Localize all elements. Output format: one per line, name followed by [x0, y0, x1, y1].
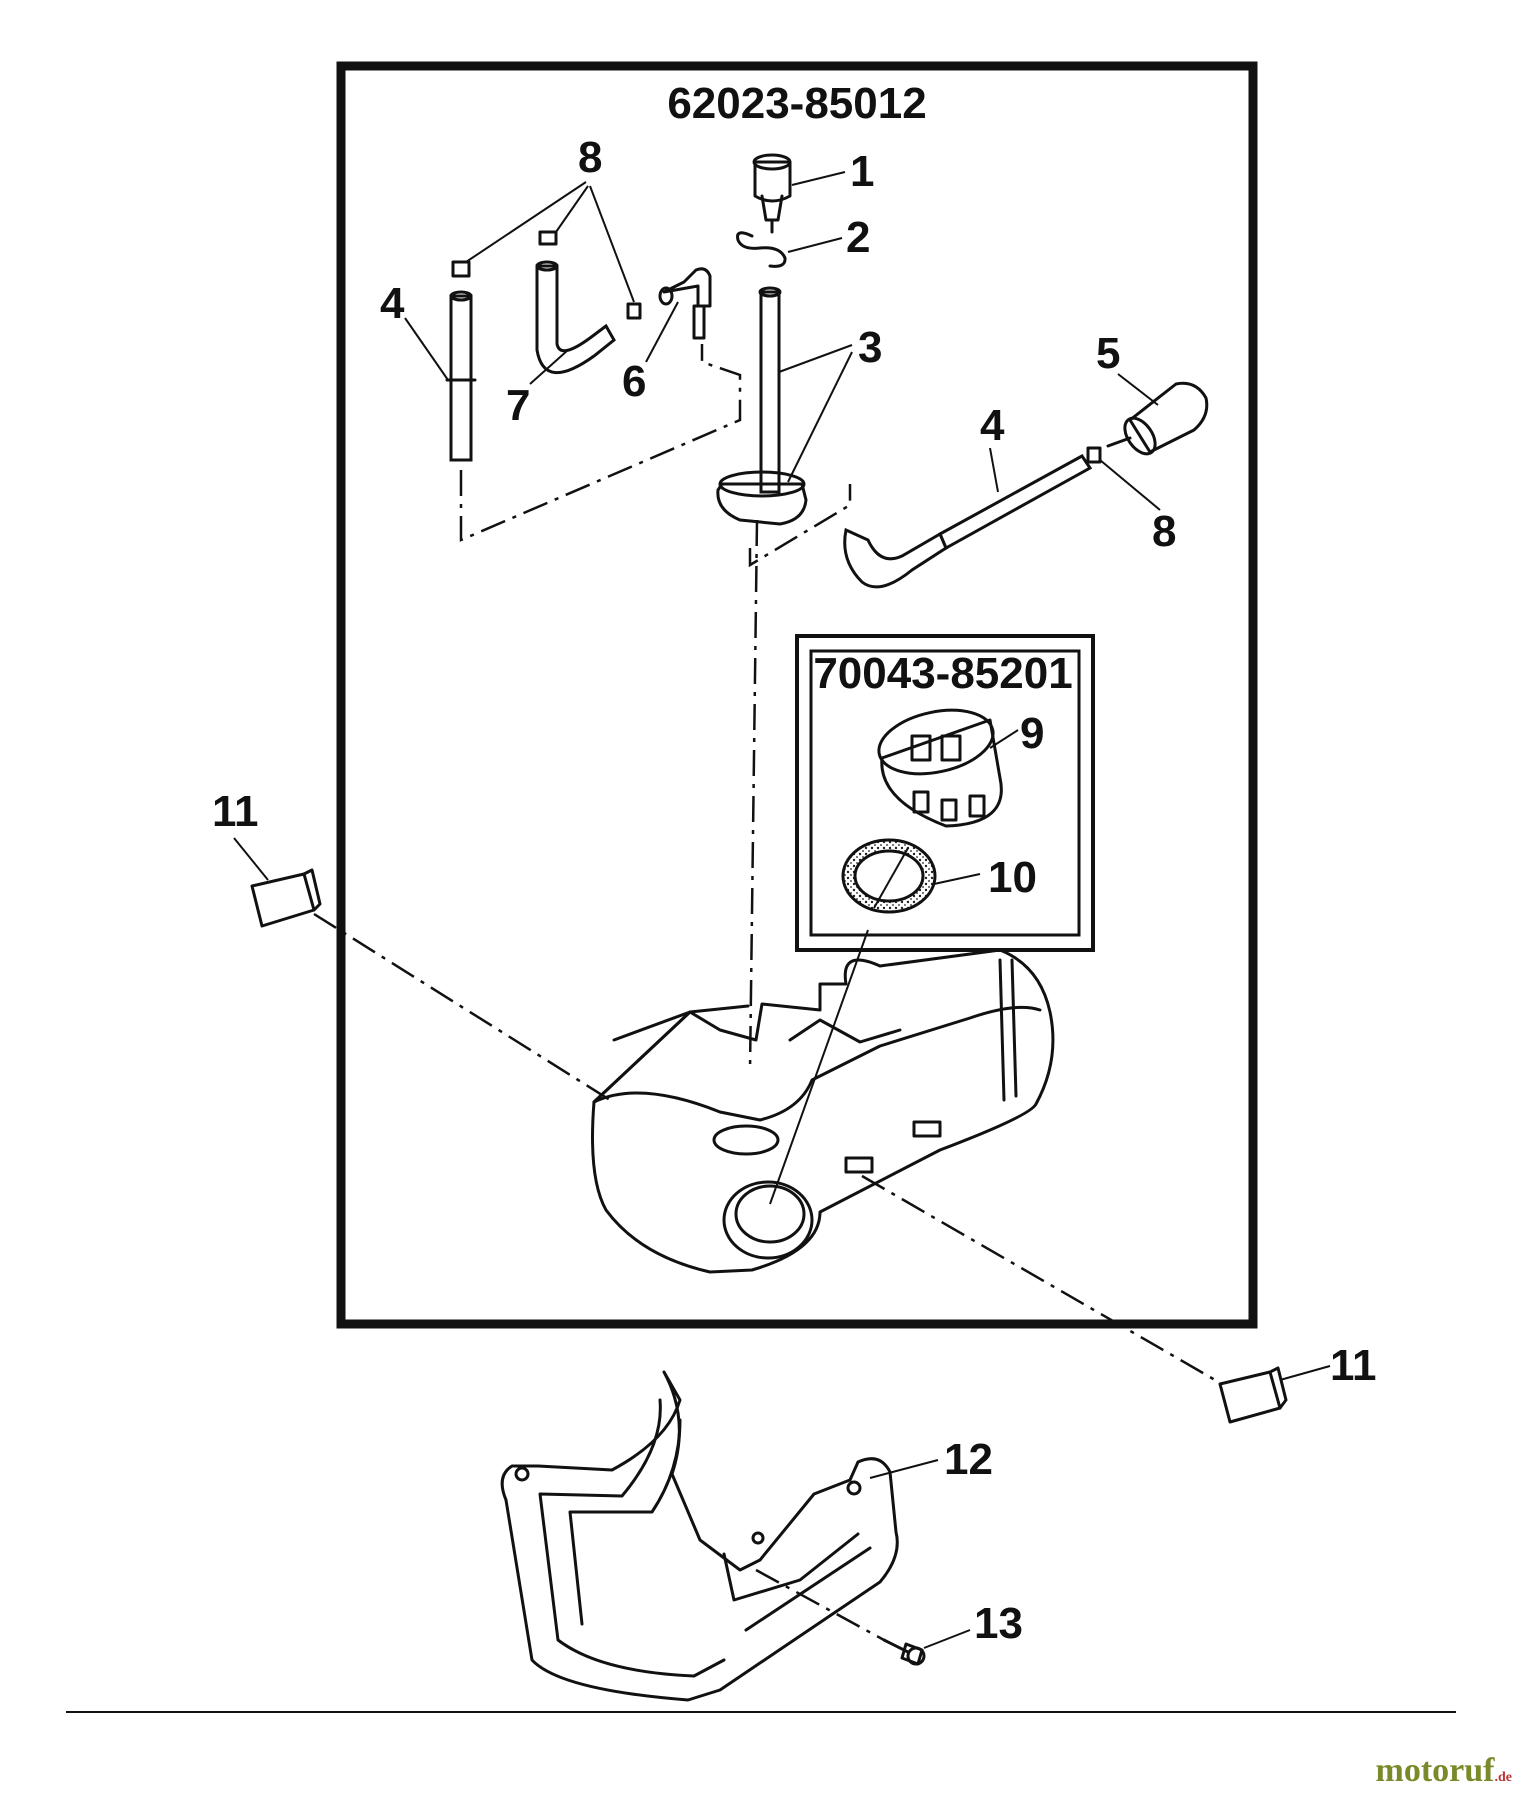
assembly-line-bolt — [755, 1568, 885, 1642]
callout-11-left: 11 — [212, 787, 259, 836]
assembly-line-upper-left — [459, 344, 742, 542]
callout-3: 3 — [858, 323, 882, 372]
fuel-hose-right-part — [843, 454, 1093, 589]
cap-kit-frame — [795, 634, 1095, 952]
rubber-mount-right-part — [1218, 1366, 1288, 1424]
callout-8-right: 8 — [1152, 507, 1176, 556]
primer-bulb-part — [752, 153, 792, 234]
clip-part — [736, 231, 787, 268]
callout-5: 5 — [1096, 329, 1120, 378]
tank-bracket-part — [500, 1370, 899, 1702]
assembly-line-grommet — [748, 519, 759, 1071]
callout-6: 6 — [622, 357, 646, 406]
callout-2: 2 — [846, 213, 870, 262]
callout-11-right: 11 — [1330, 1341, 1377, 1390]
callout-13: 13 — [974, 1599, 1023, 1648]
watermark-logo: motoruf.de — [1375, 1752, 1512, 1789]
rubber-mount-left-part — [250, 868, 322, 928]
fuel-filter-part — [1106, 381, 1209, 456]
assembly-line-mount-left — [313, 912, 611, 1102]
bolt-part — [882, 1638, 926, 1666]
gasket-part — [841, 838, 937, 914]
callout-4-left: 4 — [380, 279, 405, 328]
grommet-pickup-part — [716, 286, 808, 526]
fuel-tank-part — [591, 948, 1055, 1274]
return-hose-part — [535, 260, 616, 374]
fuel-hose-left-part — [445, 290, 477, 462]
assembly-line-mount-right — [861, 1174, 1223, 1386]
assembly-line-upper-right — [748, 484, 852, 568]
elbow-fitting-part — [658, 267, 712, 340]
callout-1: 1 — [850, 147, 874, 196]
callout-12: 12 — [944, 1435, 993, 1484]
main-kit-frame — [336, 61, 1258, 1329]
callout-4-right: 4 — [980, 401, 1005, 450]
callout-9: 9 — [1020, 709, 1044, 758]
cap-kit-part-number: 70043-85201 — [813, 649, 1072, 698]
main-kit-part-number: 62023-85012 — [667, 79, 926, 128]
callout-8-top: 8 — [578, 133, 602, 182]
callout-7: 7 — [506, 381, 530, 430]
assembly-line-cap — [769, 929, 869, 1205]
callout-10: 10 — [988, 853, 1037, 902]
fuel-cap-part — [877, 708, 1003, 828]
connector-parts — [451, 230, 1102, 464]
